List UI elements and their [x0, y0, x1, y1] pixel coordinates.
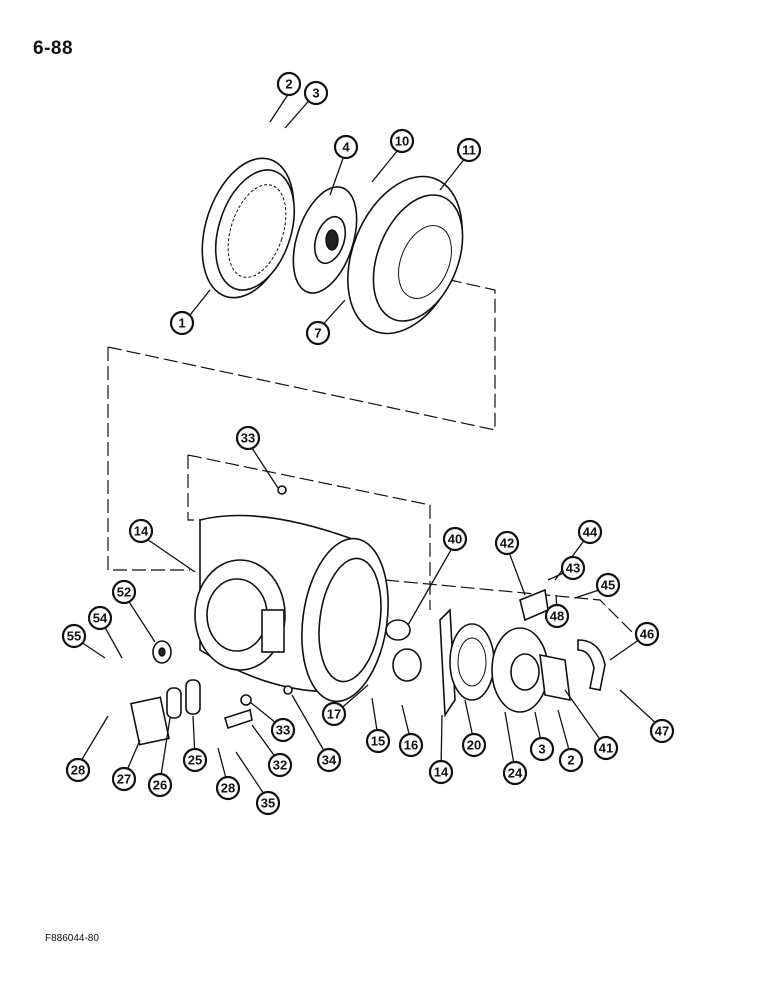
alignment-lines — [107, 279, 641, 641]
small-parts — [130, 485, 606, 746]
callout-33-bottom: 33 — [270, 717, 296, 743]
leader-lines — [77, 92, 661, 801]
svg-text:2: 2 — [285, 77, 292, 92]
svg-text:48: 48 — [550, 609, 564, 624]
svg-text:3: 3 — [312, 86, 319, 101]
svg-text:28: 28 — [221, 781, 235, 796]
callout-3-bottom: 3 — [529, 736, 555, 762]
callouts: 2 3 4 10 11 1 7 33 14 40 42 44 43 45 52 … — [61, 71, 675, 816]
svg-text:10: 10 — [395, 134, 409, 149]
callout-47: 47 — [649, 718, 675, 744]
callout-48: 48 — [544, 603, 570, 629]
callout-54: 54 — [87, 605, 113, 631]
main-housing-part — [194, 514, 389, 703]
callout-16: 16 — [398, 732, 424, 758]
callout-14-housing: 14 — [128, 518, 154, 544]
callout-25: 25 — [182, 747, 208, 773]
svg-text:52: 52 — [117, 585, 131, 600]
svg-text:20: 20 — [467, 738, 481, 753]
svg-text:17: 17 — [327, 707, 341, 722]
callout-10: 10 — [389, 128, 415, 154]
callout-14-bottom: 14 — [428, 759, 454, 785]
svg-text:32: 32 — [273, 758, 287, 773]
svg-text:7: 7 — [314, 326, 321, 341]
svg-text:46: 46 — [640, 627, 654, 642]
callout-34: 34 — [316, 747, 342, 773]
callout-17: 17 — [321, 701, 347, 727]
ring-gear-part — [201, 157, 296, 299]
svg-text:43: 43 — [566, 561, 580, 576]
svg-text:4: 4 — [342, 140, 350, 155]
page-number: 6-88 — [33, 38, 74, 59]
callout-7: 7 — [305, 320, 331, 346]
callout-41: 41 — [593, 735, 619, 761]
svg-text:33: 33 — [276, 723, 290, 738]
callout-28-right: 28 — [215, 775, 241, 801]
svg-text:35: 35 — [261, 796, 275, 811]
callout-24: 24 — [502, 760, 528, 786]
figure-code: F886044-80 — [45, 933, 99, 944]
callout-4: 4 — [333, 134, 359, 160]
svg-text:26: 26 — [153, 778, 167, 793]
callout-15: 15 — [365, 728, 391, 754]
svg-text:1: 1 — [178, 316, 185, 331]
carrier-plate-part — [292, 186, 358, 294]
cover-housing-part — [347, 175, 464, 335]
svg-text:25: 25 — [188, 753, 202, 768]
callout-2-top: 2 — [276, 71, 302, 97]
svg-text:15: 15 — [371, 734, 385, 749]
svg-text:16: 16 — [404, 738, 418, 753]
svg-text:41: 41 — [599, 741, 613, 756]
callout-27: 27 — [111, 766, 137, 792]
svg-text:11: 11 — [462, 143, 476, 158]
svg-text:42: 42 — [500, 536, 514, 551]
svg-text:47: 47 — [655, 724, 669, 739]
svg-text:24: 24 — [508, 766, 523, 781]
callout-52: 52 — [111, 579, 137, 605]
svg-text:33: 33 — [241, 431, 255, 446]
svg-text:54: 54 — [93, 611, 108, 626]
svg-text:55: 55 — [67, 629, 81, 644]
svg-text:14: 14 — [134, 524, 149, 539]
callout-2-bottom: 2 — [558, 747, 584, 773]
svg-text:44: 44 — [583, 525, 598, 540]
callout-28-left: 28 — [65, 757, 91, 783]
callout-40: 40 — [442, 526, 468, 552]
callout-11: 11 — [456, 137, 482, 163]
callout-1: 1 — [169, 310, 195, 336]
svg-text:28: 28 — [71, 763, 85, 778]
svg-text:3: 3 — [538, 742, 545, 757]
callout-55: 55 — [61, 623, 87, 649]
callout-44: 44 — [577, 519, 603, 545]
callout-3-top: 3 — [303, 80, 329, 106]
callout-46: 46 — [634, 621, 660, 647]
callout-33-top: 33 — [235, 425, 261, 451]
callout-26: 26 — [147, 772, 173, 798]
callout-20: 20 — [461, 732, 487, 758]
svg-text:40: 40 — [448, 532, 462, 547]
svg-text:45: 45 — [601, 578, 615, 593]
callout-45: 45 — [595, 572, 621, 598]
callout-35: 35 — [255, 790, 281, 816]
callout-32: 32 — [267, 752, 293, 778]
callout-42: 42 — [494, 530, 520, 556]
svg-text:2: 2 — [567, 753, 574, 768]
svg-text:27: 27 — [117, 772, 131, 787]
svg-text:34: 34 — [322, 753, 337, 768]
callout-43: 43 — [560, 555, 586, 581]
svg-text:14: 14 — [434, 765, 449, 780]
